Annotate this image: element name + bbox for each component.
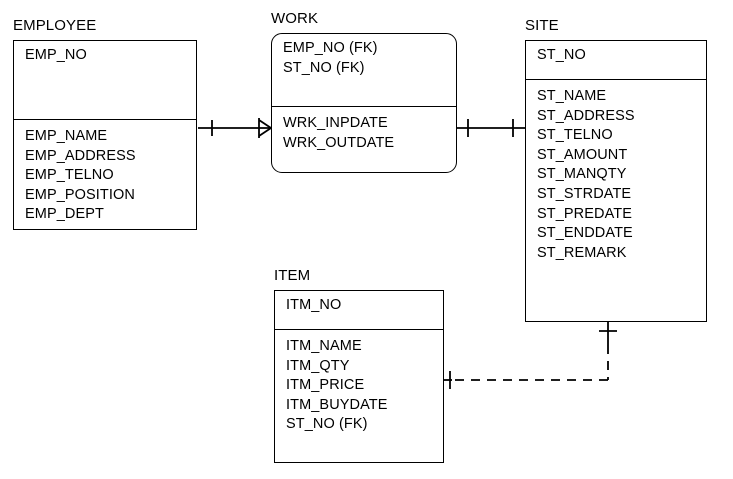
entity-key-section: ITM_NO — [274, 290, 444, 330]
attribute-field: ITM_BUYDATE — [286, 396, 388, 413]
attribute-field: ST_ENDDATE — [537, 225, 633, 242]
key-field: ITM_NO — [286, 297, 342, 313]
attribute-field: WRK_OUTDATE — [283, 134, 395, 151]
entity-attribute-section: WRK_INPDATE WRK_OUTDATE — [271, 107, 457, 173]
attribute-field: ST_STRDATE — [537, 185, 632, 202]
entity-box — [525, 40, 707, 322]
relationship-employee-work[interactable] — [198, 118, 272, 138]
entity-employee[interactable]: EMPLOYEE EMP_NO EMP_NAME EMP_ADDRESS EMP… — [13, 18, 202, 235]
attribute-field: ITM_PRICE — [286, 377, 365, 394]
attribute-field: EMP_NAME — [25, 128, 108, 144]
entity-item[interactable]: ITEM ITM_NO ITM_NAME ITM_QTY ITM_PRICE I… — [274, 268, 449, 468]
entity-key-section: ST_NO — [525, 40, 707, 80]
relationship-work-site[interactable] — [457, 119, 525, 137]
attribute-field: ITM_NAME — [286, 338, 362, 354]
attribute-field: ITM_QTY — [286, 357, 350, 374]
attribute-field: ST_NAME — [537, 88, 607, 104]
relationship-site-item[interactable] — [444, 322, 617, 389]
entity-attribute-section: EMP_NAME EMP_ADDRESS EMP_TELNO EMP_POSIT… — [13, 120, 197, 230]
entity-key-section: EMP_NO (FK) ST_NO (FK) — [271, 33, 457, 107]
attribute-field: EMP_ADDRESS — [25, 147, 136, 164]
entity-box — [271, 33, 457, 173]
entity-work[interactable]: WORK EMP_NO (FK) ST_NO (FK) WRK_INPDATE … — [271, 11, 462, 178]
entity-title-work: WORK — [271, 10, 319, 27]
entity-site[interactable]: SITE ST_NO ST_NAME ST_ADDRESS ST_TELNO S… — [525, 18, 712, 327]
attribute-field: ST_NO (FK) — [286, 416, 368, 433]
entity-box — [274, 290, 444, 463]
attribute-field: ST_AMOUNT — [537, 146, 628, 163]
key-field: EMP_NO — [25, 47, 87, 63]
entity-attribute-section: ITM_NAME ITM_QTY ITM_PRICE ITM_BUYDATE S… — [274, 330, 444, 463]
attribute-field: EMP_POSITION — [25, 186, 135, 203]
key-field: ST_NO — [537, 47, 586, 63]
key-field: EMP_NO (FK) — [283, 40, 378, 56]
crow-foot-icon — [258, 119, 272, 129]
entity-title-site: SITE — [525, 17, 559, 34]
attribute-field: ST_PREDATE — [537, 205, 633, 222]
key-field: ST_NO (FK) — [283, 59, 365, 76]
attribute-field: ST_MANQTY — [537, 166, 627, 183]
attribute-field: WRK_INPDATE — [283, 115, 388, 131]
attribute-field: ST_TELNO — [537, 127, 613, 144]
entity-attribute-section: ST_NAME ST_ADDRESS ST_TELNO ST_AMOUNT ST… — [525, 80, 707, 322]
attribute-field: ST_ADDRESS — [537, 107, 635, 124]
entity-title-employee: EMPLOYEE — [13, 17, 97, 34]
attribute-field: EMP_DEPT — [25, 206, 104, 223]
attribute-field: ST_REMARK — [537, 244, 627, 261]
entity-box — [13, 40, 197, 230]
crow-foot-icon — [258, 127, 272, 137]
attribute-field: EMP_TELNO — [25, 167, 114, 184]
entity-title-item: ITEM — [274, 267, 311, 284]
entity-key-section: EMP_NO — [13, 40, 197, 120]
